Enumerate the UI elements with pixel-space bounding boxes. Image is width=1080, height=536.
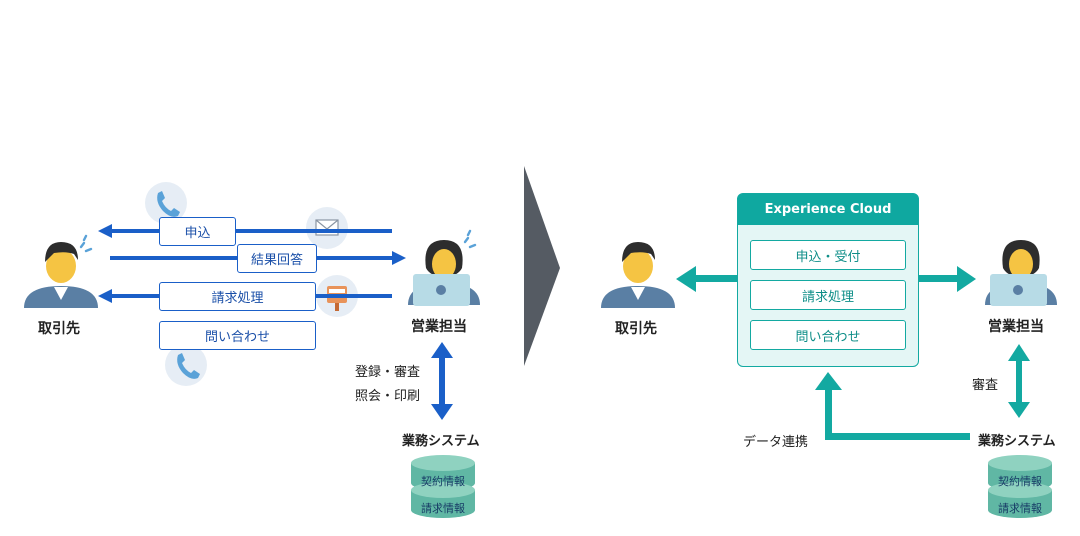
platform-title: Experience Cloud: [738, 194, 918, 225]
double-arrow: [1008, 344, 1030, 418]
phone-icon: [145, 182, 187, 224]
data-link-label: データ連携: [743, 435, 809, 450]
partner-label: 取引先: [615, 321, 657, 337]
double-arrow: [431, 342, 453, 420]
flow-arrow: [919, 266, 976, 292]
divider-arrow: [524, 166, 560, 366]
partner-person-icon: [601, 242, 675, 308]
platform-item-application: 申込・受付: [750, 240, 906, 270]
db-label-contract: 契約情報: [421, 475, 465, 488]
db-label-billing: 請求情報: [421, 502, 465, 515]
data-link-arrow: [815, 372, 970, 440]
sales-label: 営業担当: [988, 319, 1044, 335]
process-label: 照会・印刷: [355, 389, 421, 404]
partner-label: 取引先: [38, 321, 80, 337]
database-icon: [988, 455, 1052, 518]
partner-person-icon: [24, 234, 98, 308]
experience-cloud-platform: Experience Cloud 申込・受付 請求処理 問い合わせ: [737, 193, 919, 367]
flow-box-inquiry: 問い合わせ: [159, 321, 316, 350]
system-label: 業務システム: [402, 434, 480, 449]
sales-person-icon: [408, 229, 480, 306]
system-label: 業務システム: [978, 434, 1056, 449]
flow-arrow: [98, 224, 392, 238]
flow-box-result-reply: 結果回答: [237, 244, 317, 273]
platform-item-inquiry: 問い合わせ: [750, 320, 906, 350]
process-label: 登録・審査: [355, 365, 421, 380]
platform-item-billing: 請求処理: [750, 280, 906, 310]
phone-icon: [165, 344, 207, 386]
sales-label: 営業担当: [411, 319, 467, 335]
db-label-billing: 請求情報: [998, 502, 1042, 515]
flow-arrow: [676, 266, 737, 292]
sales-person-icon: [985, 240, 1057, 306]
database-icon: [411, 455, 475, 518]
flow-box-billing: 請求処理: [159, 282, 316, 311]
mail-icon: [306, 207, 348, 249]
flow-box-application: 申込: [159, 217, 236, 246]
db-label-contract: 契約情報: [998, 475, 1042, 488]
review-label: 審査: [972, 378, 999, 393]
